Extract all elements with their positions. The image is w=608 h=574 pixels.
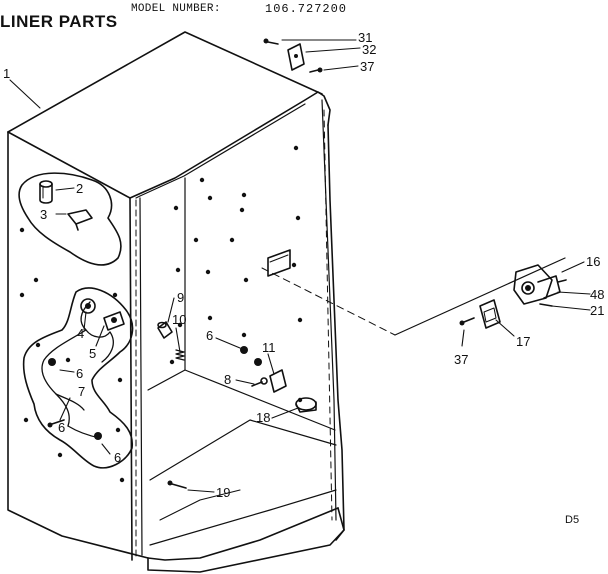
part-8-screw [251,377,268,387]
top-hinge-assembly [263,38,323,73]
callout-4: 4 [77,326,84,341]
part-10-spring [175,349,185,361]
diagram-title: LINER PARTS [0,12,118,31]
part-7-screw [47,419,65,428]
leader-lines [9,39,591,493]
part-3-bracket [67,209,93,231]
cutaway-upper [18,172,122,266]
callout-21: 21 [590,303,604,318]
callout-labels: 1 2 3 4 5 6 6 6 6 7 8 9 10 11 16 17 18 1… [3,30,604,500]
callout-6d: 6 [58,420,65,435]
callout-6c: 6 [206,328,213,343]
callout-1: 1 [3,66,10,81]
callout-48: 48 [590,287,604,302]
callout-18: 18 [256,410,270,425]
part-4-control [80,298,96,314]
callout-9: 9 [177,290,184,305]
wiring-harness [41,301,114,439]
part-19-screw [167,480,187,489]
part-2-light-socket [39,180,53,204]
page-code: D5 [565,514,580,526]
callout-6a: 6 [76,366,83,381]
cutaway-lower [22,287,134,469]
model-number-value: 106.727200 [265,2,348,16]
callout-10: 10 [172,312,186,327]
duct-cutout [267,249,291,277]
callout-5: 5 [89,346,96,361]
callout-8: 8 [224,372,231,387]
part-6-nuts [48,346,262,440]
part-11-bracket [269,369,287,393]
model-number-label: MODEL NUMBER: [131,3,221,15]
callout-2: 2 [76,181,83,196]
part-5-thermostat [103,311,125,331]
callout-32: 32 [362,42,376,57]
callout-19: 19 [216,485,230,500]
liner-cabinet [7,31,345,573]
callout-16: 16 [586,254,600,269]
callout-37b: 37 [454,352,468,367]
callout-31: 31 [358,30,372,45]
part-18-cover [295,397,317,413]
callout-6b: 6 [114,450,121,465]
callout-7: 7 [78,384,85,399]
part-9-sensor [157,321,173,339]
callout-17: 17 [516,334,530,349]
callout-11: 11 [262,340,276,355]
right-hinge-assembly [261,257,567,336]
callout-3: 3 [40,207,47,222]
callout-37a: 37 [360,59,374,74]
mounting-holes [19,145,303,483]
